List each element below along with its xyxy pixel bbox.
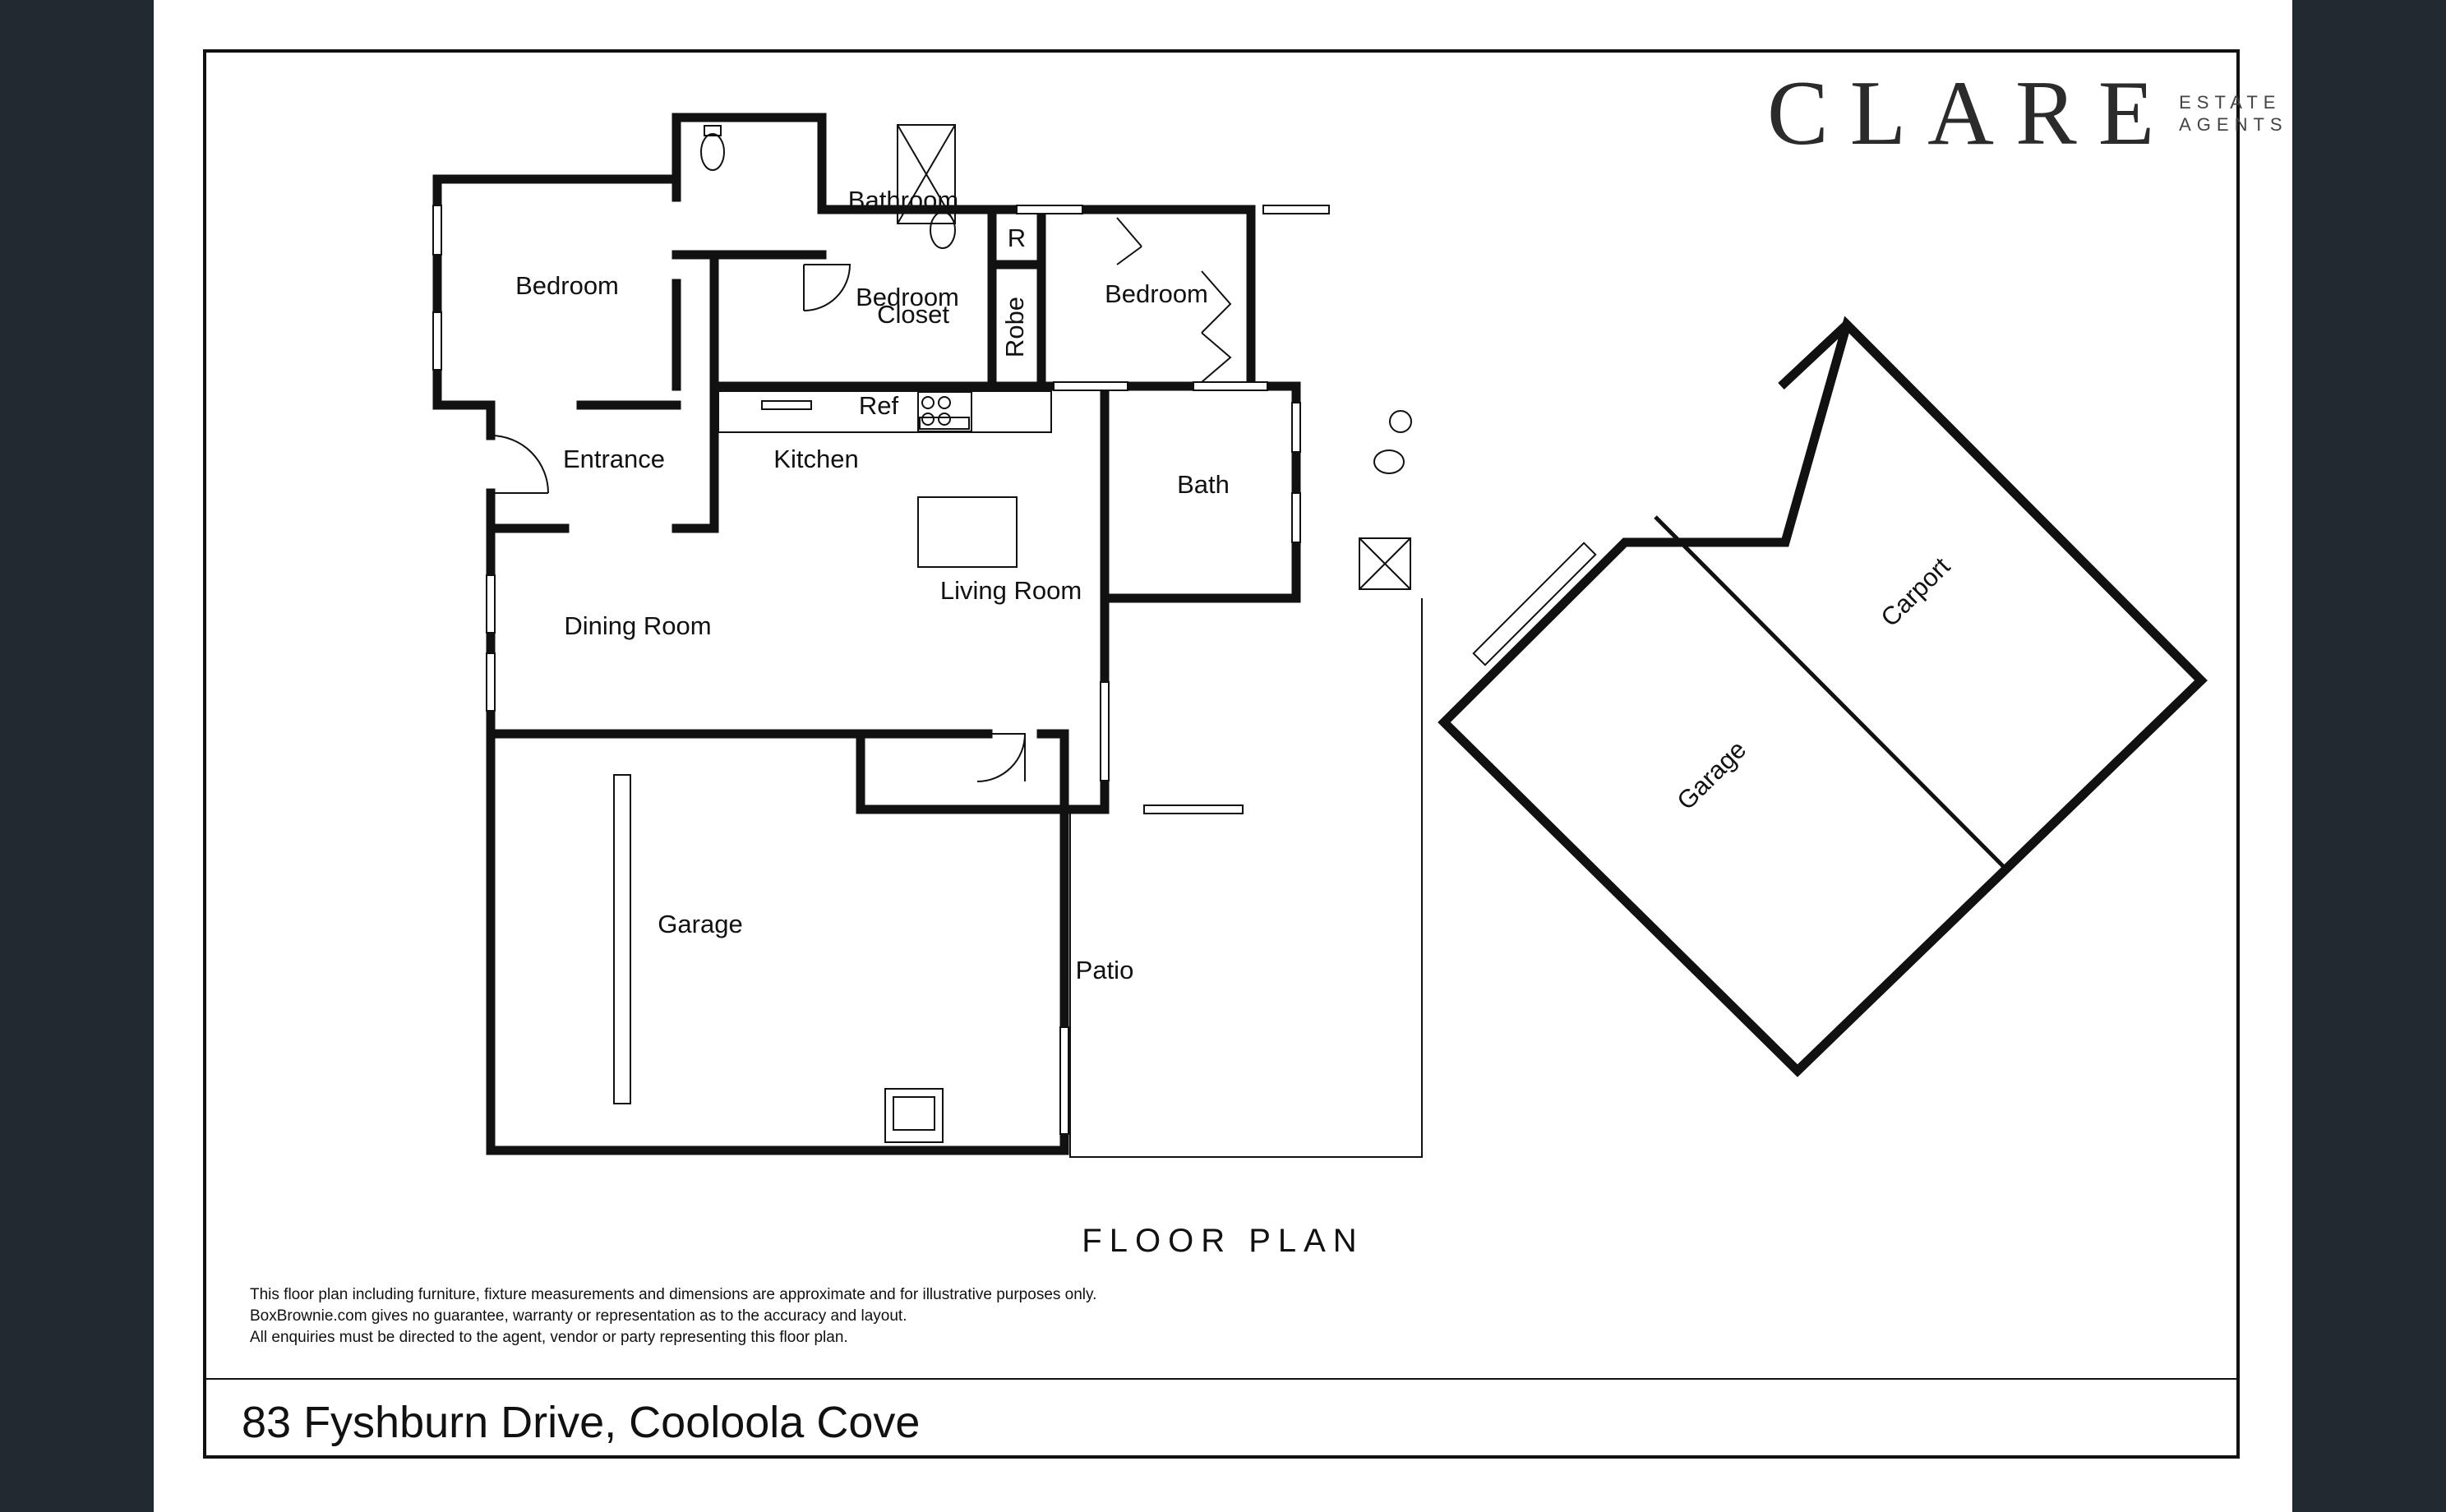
disclaimer-line: All enquiries must be directed to the ag…	[250, 1329, 848, 1346]
fixtures	[700, 124, 1423, 1158]
label-outbuilding-garage: Garage	[1671, 735, 1751, 815]
disclaimer: This floor plan including furniture, fix…	[250, 1284, 1565, 1348]
label-bedroom-mid: Bedroom	[856, 283, 959, 311]
room-labels: Bathroom Bedroom Closet Bedroom R Robe B…	[515, 186, 1955, 984]
label-r: R	[1008, 224, 1026, 252]
brand-subtitle: ESTATE AGENTS	[2179, 91, 2287, 136]
label-kitchen: Kitchen	[773, 445, 858, 473]
outbuilding-detail	[1472, 515, 2010, 873]
brand-subtitle-line1: ESTATE	[2179, 92, 2282, 113]
label-carport: Carport	[1875, 551, 1955, 632]
label-bathroom: Bathroom	[848, 186, 958, 214]
brand-logo: CLARE ESTATE AGENTS	[1767, 67, 2288, 159]
brand-subtitle-line2: AGENTS	[2179, 114, 2288, 135]
floor-plan-drawing: Bathroom Bedroom Closet Bedroom R Robe B…	[432, 113, 2208, 1158]
label-robe: Robe	[1000, 297, 1029, 357]
windows	[432, 205, 1330, 1135]
outbuilding-walls	[1438, 316, 2208, 1077]
label-garage: Garage	[658, 910, 742, 938]
label-patio: Patio	[1076, 956, 1134, 984]
label-dining-room: Dining Room	[564, 611, 711, 640]
floor-plan-sheet: Bathroom Bedroom Closet Bedroom R Robe B…	[154, 0, 2292, 1512]
footer-divider	[206, 1378, 2236, 1380]
label-ref: Ref	[859, 391, 899, 420]
label-bedroom-left: Bedroom	[515, 271, 619, 300]
label-closet: Closet	[877, 300, 949, 329]
label-bedroom-right: Bedroom	[1105, 279, 1208, 308]
brand-name: CLARE	[1767, 62, 2176, 164]
doors	[490, 217, 1232, 782]
sheet-frame	[203, 49, 2240, 1459]
label-entrance: Entrance	[563, 445, 665, 473]
disclaimer-line: This floor plan including furniture, fix…	[250, 1286, 1097, 1303]
plan-title: FLOOR PLAN	[1082, 1223, 1364, 1259]
disclaimer-line: BoxBrownie.com gives no guarantee, warra…	[250, 1307, 907, 1325]
property-address: 83 Fyshburn Drive, Cooloola Cove	[242, 1398, 921, 1447]
label-living-room: Living Room	[940, 576, 1082, 605]
label-bath: Bath	[1177, 470, 1230, 499]
